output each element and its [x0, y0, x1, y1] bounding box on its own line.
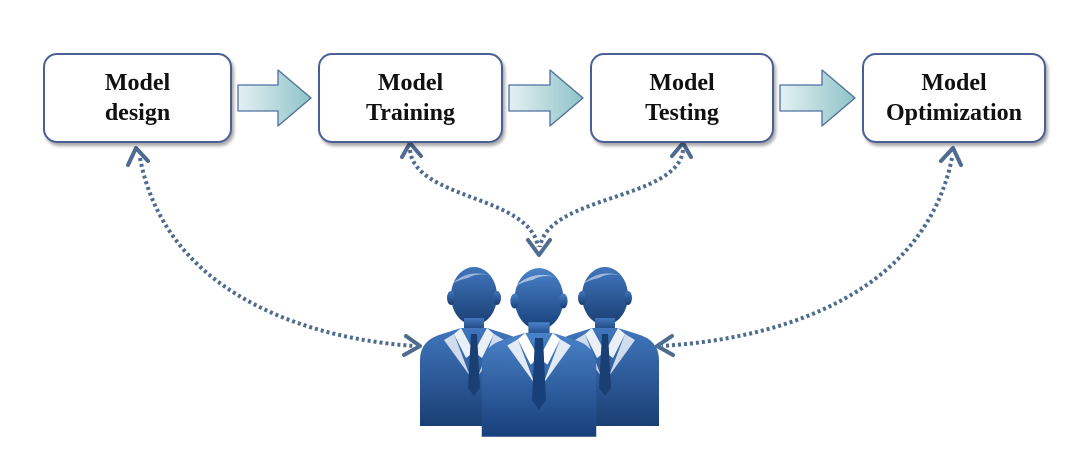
arrowhead-team-top: [526, 238, 552, 257]
stage-box-model-training: Model Training: [318, 53, 503, 143]
stage-label-line2: design: [104, 100, 171, 126]
arrowhead-design-team: [402, 334, 422, 357]
stage-label-line2: Testing: [645, 100, 719, 126]
arrowhead-testing-top: [670, 141, 693, 159]
stage-box-model-optimization: Model Optimization: [862, 53, 1046, 143]
flow-arrow-3: [779, 69, 856, 127]
stage-label-line2: Training: [366, 100, 455, 126]
connector-training-team: [408, 149, 540, 248]
arrowhead-training-top: [400, 141, 423, 159]
arrowhead-design-top: [126, 146, 150, 167]
team-of-people-icon: [420, 267, 659, 437]
arrowhead-optimization-team: [655, 334, 675, 357]
connector-optimization-team: [661, 157, 954, 348]
flow-arrow-1: [237, 69, 312, 127]
connector-testing-team: [538, 149, 685, 248]
stage-label-line1: Model: [649, 70, 715, 96]
stage-label-line1: Model: [921, 70, 987, 96]
stage-label-line2: Optimization: [886, 100, 1022, 126]
stage-box-model-design: Model design: [43, 53, 232, 143]
arrowhead-optimization-top: [939, 146, 963, 167]
stage-label-line1: Model: [377, 70, 444, 96]
stage-label-line1: Model: [104, 70, 171, 96]
flow-arrow-2: [508, 69, 584, 127]
connector-design-team: [138, 157, 415, 348]
stage-box-model-testing: Model Testing: [590, 53, 774, 143]
